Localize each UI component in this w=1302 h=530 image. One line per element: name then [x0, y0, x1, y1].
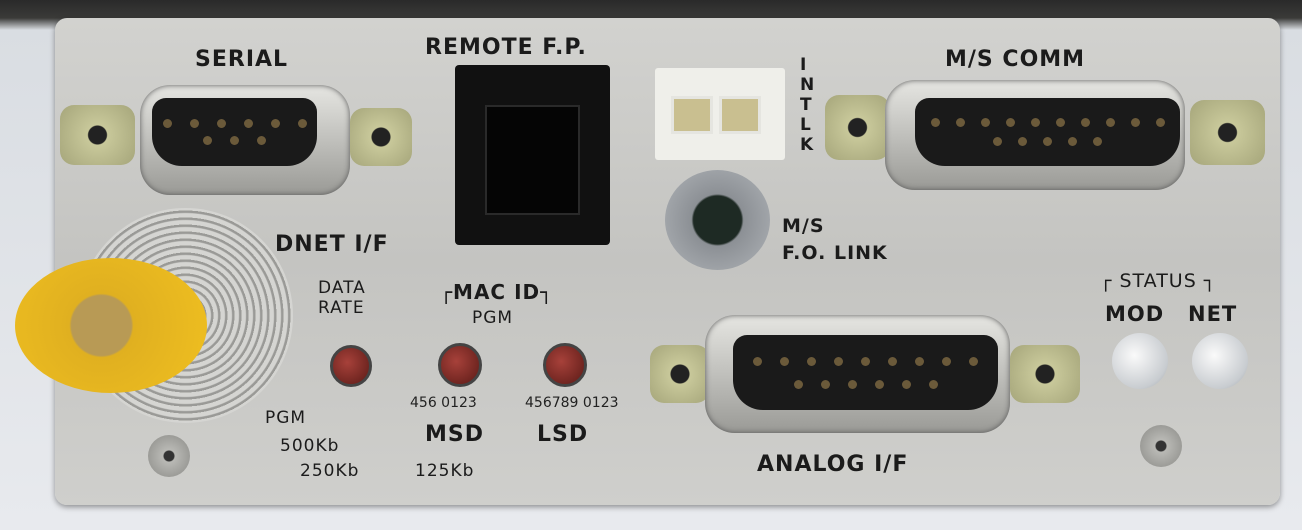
mod-status-led: [1112, 333, 1168, 389]
intlk-label: I N T L K: [800, 55, 816, 155]
data-rate-label-2: RATE: [318, 298, 365, 318]
standoff: [650, 345, 710, 403]
analog-if-label: ANALOG I/F: [757, 452, 909, 477]
lsd-switch[interactable]: [543, 343, 587, 387]
rate-pgm: PGM: [265, 408, 307, 428]
serial-label: SERIAL: [195, 47, 289, 72]
standoff: [1010, 345, 1080, 403]
screw: [1140, 425, 1182, 467]
data-rate-switch[interactable]: [330, 345, 372, 387]
standoff: [350, 108, 412, 166]
rj-jack[interactable]: [455, 65, 610, 245]
fiber-optic-port[interactable]: [665, 170, 770, 270]
ms-comm-port[interactable]: [915, 98, 1180, 166]
serial-port[interactable]: [152, 98, 317, 166]
msd-switch[interactable]: [438, 343, 482, 387]
standoff: [60, 105, 135, 165]
rate-250kb: 250Kb: [300, 461, 360, 481]
analog-if-port[interactable]: [733, 335, 998, 410]
mac-pgm-label: PGM: [472, 308, 514, 328]
rate-125kb: 125Kb: [415, 461, 475, 481]
mod-label: MOD: [1105, 302, 1165, 326]
fo-link-label-2: F.O. LINK: [782, 242, 888, 264]
msd-label: MSD: [425, 422, 484, 447]
msd-digits: 456 0123: [410, 395, 477, 411]
net-label: NET: [1188, 302, 1238, 326]
dnet-if-label: DNET I/F: [275, 232, 389, 257]
standoff: [1190, 100, 1265, 165]
rate-500kb: 500Kb: [280, 436, 340, 456]
remote-fp-label: REMOTE F.P.: [425, 35, 587, 60]
mac-id-label: ┌MAC ID┐: [440, 280, 554, 304]
ms-comm-label: M/S COMM: [945, 47, 1086, 72]
lsd-label: LSD: [537, 422, 589, 447]
screw: [148, 435, 190, 477]
net-status-led: [1192, 333, 1248, 389]
devicenet-connector[interactable]: [15, 258, 207, 393]
status-label: ┌ STATUS ┐: [1100, 270, 1217, 292]
data-rate-label-1: DATA: [318, 278, 366, 298]
fo-link-label-1: M/S: [782, 215, 825, 237]
interlock-connector[interactable]: [655, 68, 785, 160]
standoff: [825, 95, 890, 160]
lsd-digits: 456789 0123: [525, 395, 619, 411]
